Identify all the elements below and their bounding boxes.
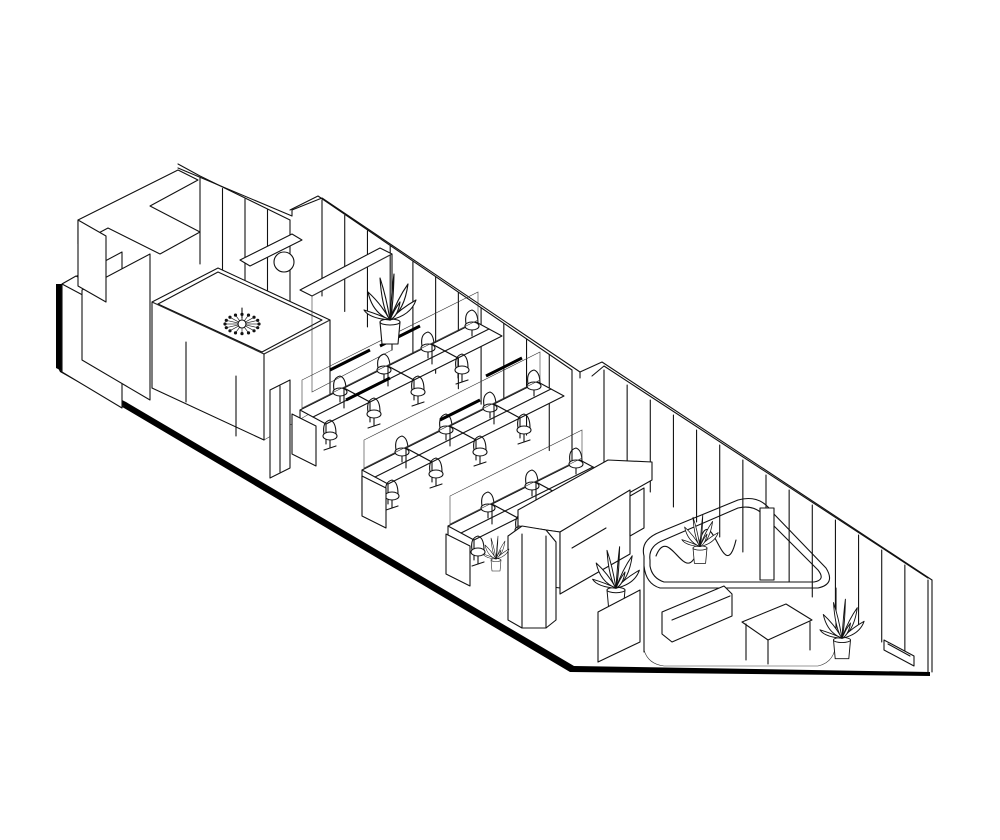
plant-icon (482, 535, 510, 572)
plants (363, 273, 865, 660)
linear-light (345, 376, 391, 402)
office-partition (239, 233, 393, 393)
octagonal-column (507, 525, 557, 629)
curtain-wall-mullions (199, 177, 929, 673)
meeting-room (151, 267, 331, 479)
plant-icon (681, 514, 719, 564)
office-chair (526, 369, 542, 397)
office-chair (410, 375, 426, 407)
floor-radiators (597, 589, 915, 667)
curved-partition-icon (642, 497, 831, 589)
desk-cluster-icon (361, 351, 565, 511)
privacy-screen (291, 413, 317, 467)
plant-icon (819, 598, 865, 660)
plant-icon (592, 546, 640, 611)
office-chair (472, 435, 488, 467)
planter-box (597, 589, 641, 663)
reception (507, 459, 653, 629)
office-chair (568, 447, 584, 475)
office-chair (384, 479, 400, 511)
office-chair (470, 535, 486, 567)
office-chair (516, 413, 532, 445)
office-chair (428, 457, 444, 489)
perimeter-walls (61, 163, 933, 673)
wire-sculpture (655, 528, 737, 564)
pendant-lamp-icon (223, 307, 261, 336)
linear-light (329, 348, 371, 372)
linear-light (439, 398, 481, 422)
plant-icon (363, 273, 417, 345)
office-chair (322, 419, 338, 451)
office-chair (366, 397, 382, 429)
lounge (642, 497, 837, 667)
linear-light (485, 356, 523, 378)
office-chair (454, 353, 470, 385)
office-chair (464, 309, 480, 337)
privacy-screen (445, 533, 471, 587)
lounge-table (741, 603, 813, 641)
privacy-screen (361, 475, 387, 529)
pendant-lamp-icon (273, 251, 295, 273)
sofa (661, 585, 733, 643)
